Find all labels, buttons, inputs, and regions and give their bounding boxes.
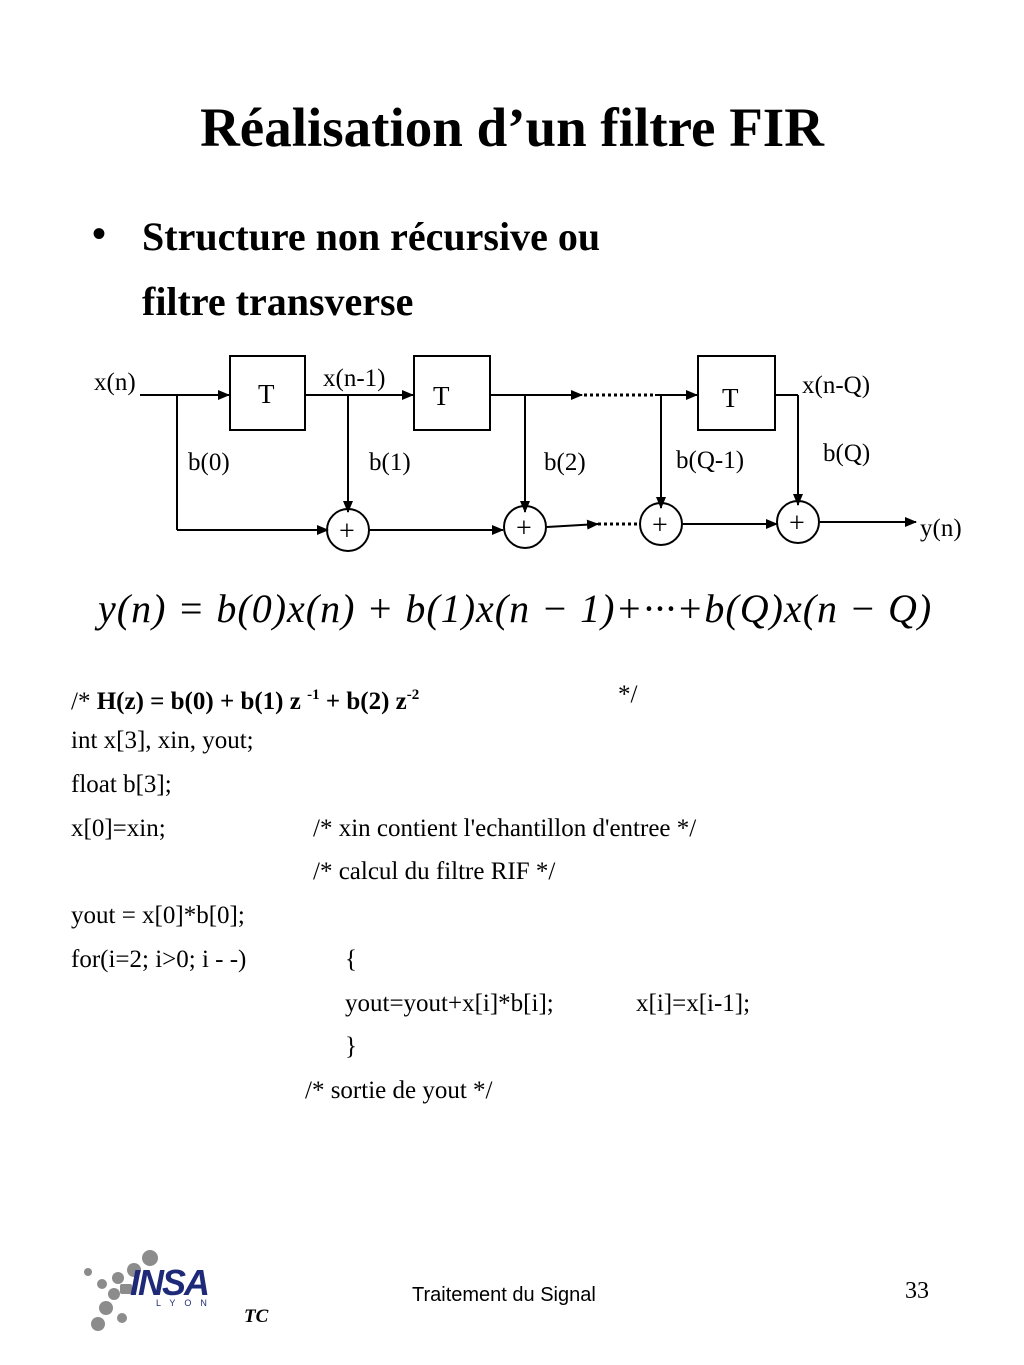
adder-2 xyxy=(503,505,547,549)
footer-title: Traitement du Signal xyxy=(412,1284,596,1306)
adder-1 xyxy=(326,508,370,552)
delay-label-1: T xyxy=(258,379,275,409)
code-line-11: } xyxy=(345,1033,357,1060)
code-line-10: x[i]=x[i-1]; xyxy=(636,990,751,1017)
slide-title: Réalisation d’un filtre FIR xyxy=(200,97,824,158)
adder-4 xyxy=(776,500,820,544)
code-line-9: yout=yout+x[i]*b[i]; xyxy=(345,990,554,1017)
delay-block-1 xyxy=(229,355,306,431)
logo-text: INSA xyxy=(130,1262,210,1303)
code-line-transfer-function: /* H(z) = b(0) + b(1) z -1 + b(2) z-2 xyxy=(71,680,419,717)
code-line-6: yout = x[0]*b[0]; xyxy=(71,902,245,929)
code-line-12: /* sortie de yout */ xyxy=(305,1077,493,1104)
comment-open: /* xyxy=(71,688,97,715)
coef-bq: b(Q) xyxy=(823,440,870,467)
coef-b2: b(2) xyxy=(544,449,586,476)
code-line-8: { xyxy=(345,946,357,973)
delay-block-q xyxy=(697,355,776,431)
label-x-n-q: x(n-Q) xyxy=(802,372,870,399)
logo-department: TC xyxy=(244,1306,269,1327)
label-x-n-1: x(n-1) xyxy=(323,365,385,392)
bullet-marker: • xyxy=(92,211,107,256)
sum-line-2 xyxy=(546,519,599,530)
code-line-3: x[0]=xin; xyxy=(71,815,166,842)
difference-equation-text: y(n) = b(0)x(n) + b(1)x(n − 1)+···+b(Q)x… xyxy=(98,586,933,631)
adder-symbol-2: + xyxy=(516,513,532,544)
adder-3 xyxy=(639,502,683,546)
bullet-text: Structure non récursive ou filtre transv… xyxy=(142,204,600,334)
comment-close: */ xyxy=(618,681,638,708)
tf-exp-1: -1 xyxy=(307,687,320,703)
insa-logo-graphic xyxy=(84,1250,158,1331)
input-label: x(n) xyxy=(94,369,136,396)
tf-exp-2: -2 xyxy=(406,687,420,703)
adder-symbol-4: + xyxy=(789,508,805,539)
code-line-4: /* xin contient l'echantillon d'entree *… xyxy=(313,815,697,842)
delay-block-2 xyxy=(413,355,491,431)
adder-symbol-1: + xyxy=(339,516,355,547)
delay-label-2: T xyxy=(433,381,450,411)
tf-part-2: + b(2) z xyxy=(319,688,407,715)
fir-block-diagram: T T T + + + + x(n) x(n-1) x(n-Q) b(0) b(… xyxy=(94,355,962,552)
code-line-2: float b[3]; xyxy=(71,771,172,798)
bullet-line-1: Structure non récursive ou xyxy=(142,214,601,259)
coef-bq-1: b(Q-1) xyxy=(676,447,744,474)
code-line-7: for(i=2; i>0; i - -) xyxy=(71,946,247,973)
difference-equation: y(n) = b(0)x(n) + b(1)x(n − 1)+···+b(Q)x… xyxy=(98,585,932,632)
code-line-1: int x[3], xin, yout; xyxy=(71,727,254,754)
adder-symbol-3: + xyxy=(652,510,668,541)
logo-subtext: LYON xyxy=(156,1298,216,1308)
coef-b1: b(1) xyxy=(369,449,411,476)
code-line-5: /* calcul du filtre RIF */ xyxy=(313,858,556,885)
coef-b0: b(0) xyxy=(188,449,230,476)
bullet-line-2: filtre transverse xyxy=(142,279,414,324)
delay-label-q: T xyxy=(722,383,739,413)
tf-part-1: H(z) = b(0) + b(1) z xyxy=(96,688,308,715)
page-number: 33 xyxy=(905,1278,929,1304)
output-label: y(n) xyxy=(920,515,962,542)
